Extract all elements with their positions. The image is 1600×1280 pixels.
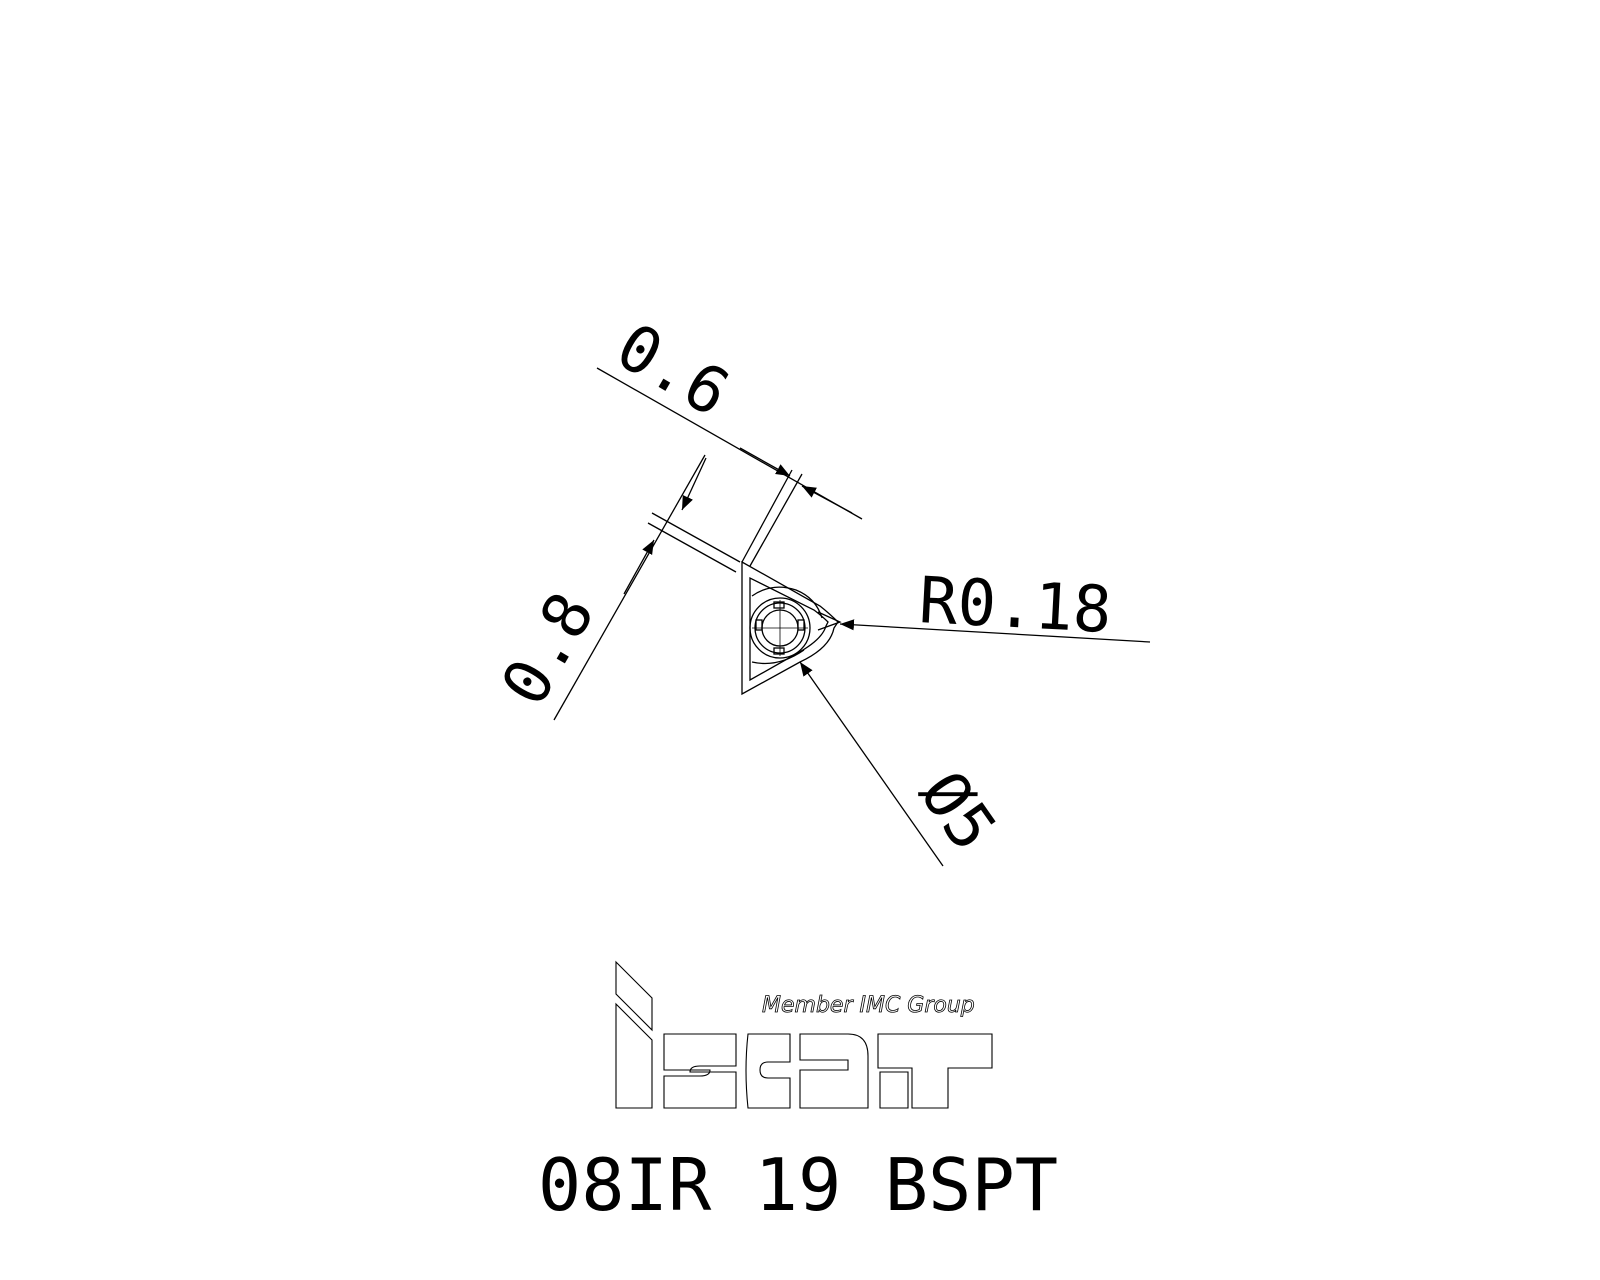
logo-letter-i-dot [615, 960, 653, 1032]
insert-hole-outer [749, 597, 811, 659]
insert-notch-1 [755, 619, 763, 631]
logo-letter-a [799, 1033, 869, 1109]
logo-letter-r-slash [879, 1071, 909, 1109]
dimension-0-8 [553, 454, 741, 721]
dim-radius-label: R0.18 [917, 564, 1113, 648]
logo-letter-r [877, 1033, 993, 1109]
part-code: 08IR 19 BSPT [538, 1143, 1058, 1227]
insert-notch-3 [773, 601, 785, 609]
insert-notch-4 [773, 647, 785, 655]
dim-0-6-ext-right [749, 473, 803, 567]
dim-0-6-arrow-a [739, 447, 791, 477]
dim-0-8-label: 0.8 [488, 581, 610, 718]
dimension-diameter [799, 661, 944, 867]
insert-chipbreaker-lower [751, 649, 805, 665]
logo-letter-i-stem [615, 1002, 653, 1109]
logo-letter-c [745, 1033, 791, 1109]
insert-chipbreaker [751, 586, 823, 619]
dim-diameter-label: Ø5 [905, 759, 1010, 865]
brand-logo [615, 960, 993, 1109]
insert-triangle [741, 560, 839, 696]
dim-0-8-arrow-b [623, 539, 655, 595]
dim-diameter-leader [799, 661, 944, 867]
dim-0-6-label: 0.6 [604, 310, 741, 432]
insert-tip [817, 611, 842, 631]
dim-0-8-leader [553, 454, 706, 721]
dimension-radius [839, 619, 1151, 643]
insert-notch-2 [797, 619, 805, 631]
dim-0-8-arrow-a [681, 457, 707, 511]
logo-tagline: Member IMC Group [762, 993, 975, 1018]
dim-radius-leader [839, 619, 1151, 643]
dim-0-8-ext-top [651, 512, 741, 563]
dim-0-8-ext-bottom [647, 522, 737, 573]
dimension-0-6 [596, 367, 863, 567]
dim-0-6-arrow-b [801, 485, 853, 514]
insert-outline [741, 560, 842, 696]
dim-0-6-ext-left [741, 469, 793, 563]
logo-letter-s [663, 1033, 737, 1109]
